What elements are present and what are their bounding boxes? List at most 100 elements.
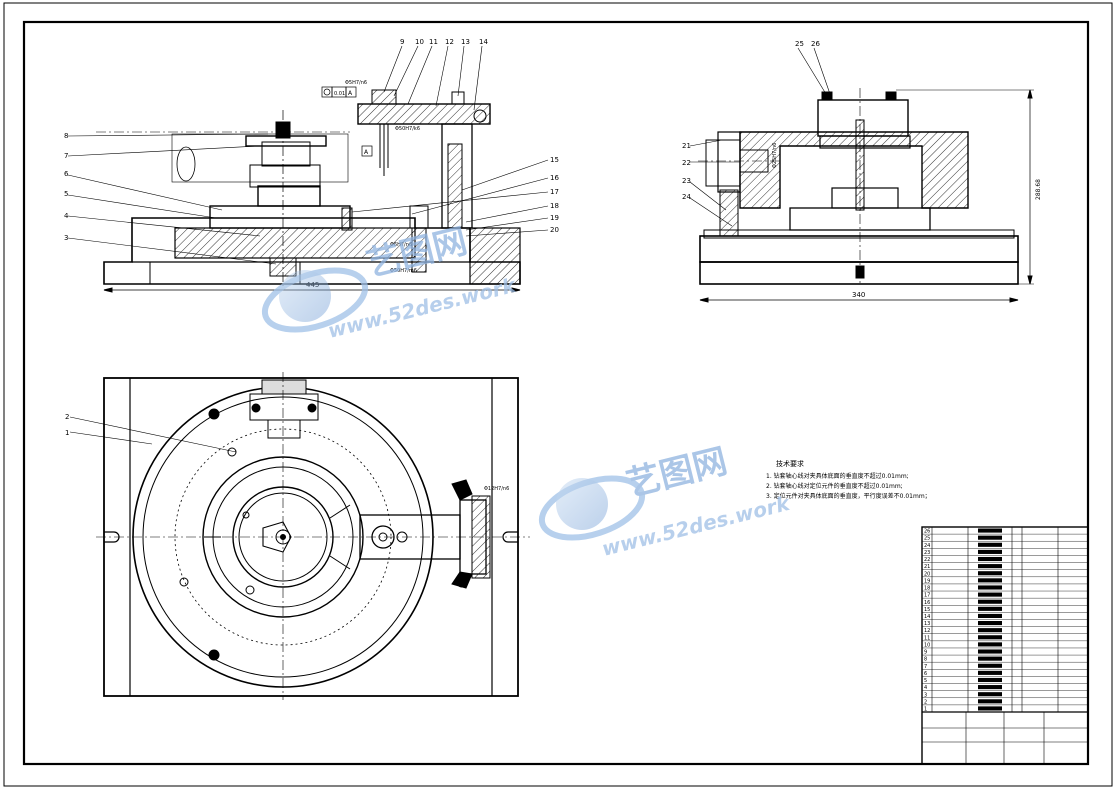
bom-row-redacted-name [978,649,1002,654]
callout-3: 3 [64,234,68,242]
bom-row-number: 4 [924,685,927,691]
bom-row-number: 6 [924,671,927,677]
bom-row-number: 13 [924,621,930,627]
tech-req-item-1: 1. 钻套轴心线对夹具体底面的垂直度不超过0.01mm; [766,472,909,480]
dim-height-side: 288.68 [1035,179,1042,200]
front-view-labels: 9 10 11 12 13 14 8 7 6 5 4 3 15 16 17 18… [64,38,559,289]
bom-row-redacted-name [978,549,1002,554]
bom-row-number: 18 [924,586,930,592]
bom-row-number: 5 [924,678,927,684]
bom-row-redacted-name [978,656,1002,661]
callout-22: 22 [682,159,691,167]
bom-row-number: 14 [924,614,930,620]
callout-18: 18 [550,202,559,210]
callout-7: 7 [64,152,68,160]
watermark-2: 艺图网 www.52des.work [538,441,793,561]
fit-a: Φ5H7/n6 [345,80,367,86]
callout-23: 23 [682,177,691,185]
bom-row-redacted-name [978,699,1002,704]
bom-row-redacted-name [978,621,1002,626]
fit-d: Φ50H7/m6 [390,268,417,274]
callout-4: 4 [64,212,69,220]
callout-19: 19 [550,214,559,222]
bom-row-redacted-name [978,592,1002,597]
callout-10: 10 [415,38,424,46]
bom-row-number: 1 [924,707,927,713]
callout-13: 13 [461,38,470,46]
bom-row-number: 12 [924,628,930,634]
bom-row-number: 21 [924,564,930,570]
tech-req-item-2: 2. 钻套轴心线对定位元件的垂直度不超过0.01mm; [766,482,903,490]
callout-9: 9 [400,38,404,46]
front-view [67,45,549,293]
bom-row-number: 7 [924,664,927,670]
callout-11: 11 [429,38,438,46]
bom-row-redacted-name [978,670,1002,675]
bom-row-redacted-name [978,535,1002,540]
bom-row-redacted-name [978,564,1002,569]
bom-row-number: 11 [924,635,930,641]
bom-row-number: 23 [924,550,930,556]
fit-b: Φ50H7/k6 [395,126,420,132]
tech-req-item-3: 3. 定位元件对夹具体底面的垂直度，平行度误差不0.01mm； [766,492,931,500]
callout-8: 8 [64,132,68,140]
callout-25: 25 [795,40,804,48]
bom-row-redacted-name [978,677,1002,683]
tech-requirements: 技术要求 1. 钻套轴心线对夹具体底面的垂直度不超过0.01mm; 2. 钻套轴… [766,459,931,500]
bom-row-number: 3 [924,692,927,698]
callout-21: 21 [682,142,691,150]
callout-24: 24 [682,193,691,201]
bom-row-redacted-name [978,571,1002,576]
watermark-url-2: www.52des.work [599,491,793,561]
top-view-labels: 2 1 Φ12H7/n6 [65,413,509,492]
bom-row-number: 9 [924,650,927,656]
inner-border [22,20,1090,766]
bom-row-number: 2 [924,699,927,705]
bom-row-redacted-name [978,613,1002,618]
gdt-value: 0.01 [334,91,345,97]
callout-20: 20 [550,226,559,234]
callout-1: 1 [65,429,69,437]
bom-row-redacted-name [978,528,1002,533]
top-view [69,372,530,700]
bom-row-redacted-name [978,635,1002,640]
bom-row-redacted-name [978,585,1002,590]
outer-border [3,2,1113,787]
tech-req-title: 技术要求 [776,459,804,468]
bom-row-redacted-name [978,706,1002,711]
bom-row-redacted-name [978,685,1002,690]
fit-c: Φ6H7/n6 [390,242,412,248]
bom-row-redacted-name [978,606,1002,611]
bom-row-number: 22 [924,557,930,563]
watermark-brand-2: 艺图网 [623,441,732,504]
bom-row-number: 15 [924,607,930,613]
bom-row-number: 16 [924,600,930,606]
bom-row-number: 17 [924,593,930,599]
bom-row-redacted-name [978,578,1002,583]
callout-15: 15 [550,156,559,164]
datum-a: A [364,149,369,156]
callout-26: 26 [811,40,820,48]
callout-14: 14 [479,38,488,46]
dim-width-side: 340 [852,291,865,299]
bom-row-redacted-name [978,556,1002,562]
bom-row-redacted-name [978,628,1002,633]
bom-row-redacted-name [978,663,1002,668]
fit-top: Φ12H7/n6 [484,486,509,492]
bom-row-number: 25 [924,536,930,542]
bom-row-number: 24 [924,543,930,549]
bom-row-redacted-name [978,542,1002,547]
bom-row-redacted-name [978,642,1002,647]
callout-16: 16 [550,174,559,182]
bom-row-number: 10 [924,642,930,648]
bom-row-number: 20 [924,571,930,577]
side-view-labels: 25 26 21 22 23 24 340 Φ25H7/n6 288.68 [682,40,1042,299]
bom-row-redacted-name [978,692,1002,697]
bom-row-number: 8 [924,657,927,663]
fit-side: Φ25H7/n6 [772,143,778,168]
bom-row-number: 19 [924,578,930,584]
bom-row-number: 26 [924,529,930,535]
side-view [689,47,1034,303]
